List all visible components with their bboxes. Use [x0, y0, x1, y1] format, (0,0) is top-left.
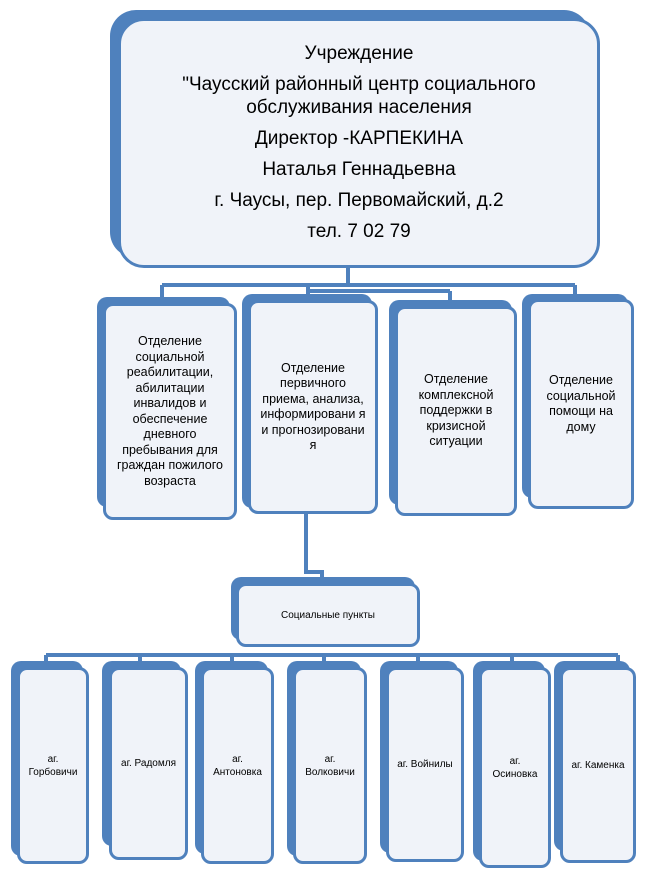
- department-label-1: Отделение социальной реабилитации, абили…: [117, 334, 223, 488]
- department-label-2: Отделение первичного приема, анализа, ин…: [260, 360, 366, 453]
- institution-type: Учреждение: [304, 42, 414, 64]
- point-box-1: аг. Горбовичи: [17, 667, 89, 864]
- point-label-1: аг. Горбовичи: [28, 753, 78, 778]
- institution-name: "Чаусский районный центр социального обс…: [182, 73, 536, 118]
- point-label-5: аг. Войнилы: [397, 759, 453, 770]
- point-box-7: аг. Каменка: [560, 667, 636, 863]
- social-points-label: Социальные пункты: [281, 609, 375, 621]
- department-box-2: Отделение первичного приема, анализа, ин…: [248, 300, 378, 514]
- point-label-2: аг. Радомля: [121, 758, 176, 769]
- department-label-4: Отделение социальной помощи на дому: [546, 373, 616, 434]
- point-label-4: аг. Волковичи: [305, 753, 355, 778]
- point-box-2: аг. Радомля: [109, 667, 188, 860]
- point-label-6: аг. Осиновка: [492, 755, 538, 780]
- point-box-6: аг. Осиновка: [479, 667, 551, 868]
- department-box-4: Отделение социальной помощи на дому: [528, 299, 634, 509]
- institution-phone: тел. 7 02 79: [307, 220, 411, 242]
- department-label-3: Отделение комплексной поддержки в кризис…: [418, 372, 494, 449]
- point-label-7: аг. Каменка: [571, 759, 625, 771]
- point-label-3: аг. Антоновка: [213, 753, 262, 778]
- director-title: Директор -КАРПЕКИНА: [254, 127, 464, 149]
- department-box-3: Отделение комплексной поддержки в кризис…: [395, 306, 517, 516]
- point-box-3: аг. Антоновка: [201, 667, 274, 864]
- institution-address: г. Чаусы, пер. Первомайский, д.2: [214, 189, 504, 211]
- point-box-5: аг. Войнилы: [386, 667, 464, 862]
- connector-dept2-to-points: [304, 512, 324, 580]
- point-box-4: аг. Волковичи: [293, 667, 367, 864]
- institution-box: Учреждение "Чаусский районный центр соци…: [118, 18, 600, 268]
- social-points-box: Социальные пункты: [236, 583, 420, 647]
- department-box-1: Отделение социальной реабилитации, абили…: [103, 303, 237, 520]
- director-name: Наталья Геннадьевна: [262, 158, 456, 180]
